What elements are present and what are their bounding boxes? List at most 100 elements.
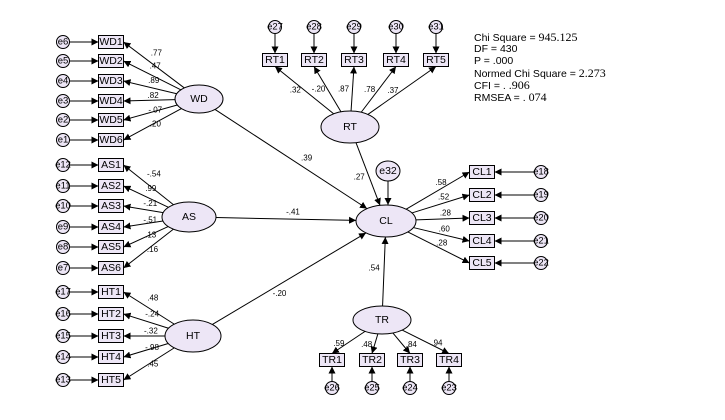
error-e19 [534, 188, 548, 202]
latent-wd [174, 84, 224, 114]
loading-value-cl1: .58 [435, 178, 447, 187]
loading-value-rt2: -.20 [312, 85, 326, 94]
indicator-label-wd1: WD1 [99, 36, 122, 48]
latent-cl [355, 204, 417, 238]
loading-value-wd4: .82 [148, 91, 160, 100]
error-label-e10: e10 [55, 201, 71, 212]
loading-path-tr3 [392, 332, 411, 354]
error-label-e6: e6 [58, 37, 69, 48]
loading-value-wd5: -.07 [148, 105, 162, 114]
loading-value-rt3: .87 [338, 84, 350, 93]
indicator-as2 [98, 179, 124, 193]
loading-path-wd4 [123, 97, 176, 105]
indicator-label-as4: AS4 [101, 221, 121, 233]
indicator-label-tr4: TR4 [439, 354, 459, 366]
indicator-ht4 [98, 350, 124, 364]
indicator-label-tr1: TR1 [322, 354, 342, 366]
error-e28 [307, 20, 321, 34]
error-e8 [56, 240, 70, 254]
loading-value-ht1: .48 [147, 294, 159, 303]
error-e2 [56, 113, 70, 127]
error-label-e21: e21 [533, 236, 549, 247]
path-coef-as-cl: -.41 [286, 208, 300, 217]
indicator-rt4 [383, 53, 409, 67]
loading-path-cl2 [411, 193, 470, 214]
indicator-label-rt1: RT1 [265, 54, 285, 66]
indicator-wd3 [98, 74, 124, 88]
error-e24 [403, 381, 417, 395]
indicator-cl4 [469, 234, 495, 248]
loading-value-ht2: -.24 [145, 309, 159, 318]
error-e10 [56, 199, 70, 213]
loading-path-as6 [123, 228, 174, 269]
error-label-e19: e19 [533, 190, 549, 201]
fit-cfi: CFI = . .906 [474, 79, 530, 92]
loading-value-as6: .16 [147, 245, 159, 254]
error-e20 [534, 211, 548, 225]
loading-value-cl2: .52 [438, 193, 450, 202]
indicator-label-tr2: TR2 [362, 354, 382, 366]
indicator-label-as5: AS5 [101, 241, 121, 253]
fit-p: P = .000 [474, 55, 514, 67]
indicator-label-cl1: CL1 [472, 166, 491, 178]
indicator-label-cl2: CL2 [472, 189, 491, 201]
loading-path-rt5 [367, 66, 437, 115]
indicator-label-wd4: WD4 [99, 95, 122, 107]
loading-value-tr2: .48 [361, 340, 373, 349]
indicator-label-cl4: CL4 [472, 235, 491, 247]
disturbance-label-e32: e32 [379, 165, 397, 177]
indicator-label-ht1: HT1 [101, 286, 121, 298]
loading-value-cl5: .28 [436, 239, 448, 248]
loading-path-rt4 [360, 66, 397, 113]
loading-value-as5: .13 [145, 230, 157, 239]
path-coef-ht-cl: -.20 [273, 289, 287, 298]
loading-path-cl5 [407, 231, 470, 264]
error-label-e3: e3 [58, 96, 69, 107]
indicator-label-ht3: HT3 [101, 330, 121, 342]
loading-path-as1 [123, 164, 174, 206]
error-e17 [56, 285, 70, 299]
error-label-e12: e12 [55, 160, 71, 171]
error-e25 [365, 381, 379, 395]
error-label-e1: e1 [58, 135, 69, 146]
fit-nchi-value: 2.273 [578, 66, 606, 80]
loading-path-cl1 [405, 171, 470, 210]
error-e30 [389, 20, 403, 34]
indicator-label-as3: AS3 [101, 200, 121, 212]
indicator-wd4 [98, 94, 124, 108]
error-e18 [534, 165, 548, 179]
indicator-wd2 [98, 54, 124, 68]
error-label-e18: e18 [533, 167, 549, 178]
loading-value-wd1: .77 [151, 49, 163, 58]
path-coef-wd-cl: .39 [301, 153, 313, 162]
fit-normed-chi-square: Normed Chi Square = 2.273 [474, 67, 606, 80]
error-label-e29: e29 [346, 22, 362, 33]
indicator-label-rt2: RT2 [304, 54, 324, 66]
indicator-cl5 [469, 256, 495, 270]
structural-path-tr-cl [381, 236, 389, 307]
error-label-e23: e23 [441, 383, 457, 394]
indicator-cl1 [469, 165, 495, 179]
loading-path-cl3 [415, 214, 470, 222]
loading-path-ht1 [123, 291, 175, 325]
error-e22 [534, 256, 548, 270]
loading-path-wd2 [123, 60, 182, 91]
fit-cfi-value: .906 [508, 78, 530, 92]
error-e31 [429, 20, 443, 34]
error-e4 [56, 74, 70, 88]
indicator-ht5 [98, 373, 124, 387]
indicator-label-as2: AS2 [101, 180, 121, 192]
error-label-e28: e28 [306, 22, 322, 33]
error-e16 [56, 307, 70, 321]
error-label-e24: e24 [402, 383, 418, 394]
loading-path-as2 [123, 185, 169, 208]
loading-path-rt2 [313, 66, 342, 113]
error-label-e27: e27 [267, 22, 283, 33]
disturbance-e32 [375, 160, 401, 182]
error-label-e15: e15 [55, 331, 71, 342]
latent-label-ht: HT [186, 330, 201, 342]
loading-value-rt5: .37 [387, 86, 399, 95]
indicator-as4 [98, 220, 124, 234]
loading-path-as4 [123, 220, 164, 230]
